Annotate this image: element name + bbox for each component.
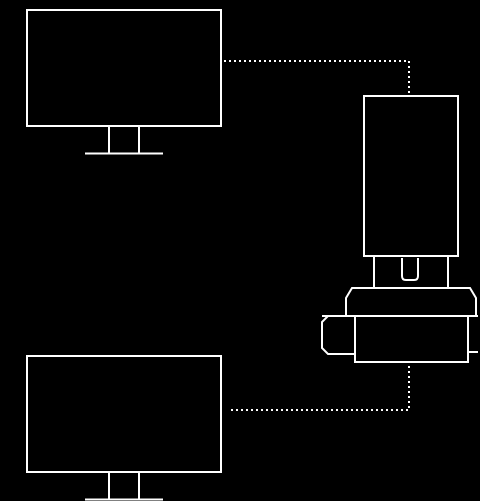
device-upper-body [363,95,459,257]
monitor-top-neck [108,126,140,153]
device-stem [373,256,449,287]
connector-bottom [231,366,410,411]
monitor-top-icon [26,9,222,155]
device-base [354,315,469,363]
device-upper-rim [345,287,477,316]
monitor-bottom-icon [26,355,222,501]
kvm-switch-icon [321,95,478,363]
monitor-top-screen [26,9,222,127]
monitor-bottom-screen [26,355,222,473]
monitor-bottom-neck [108,472,140,499]
device-left-tab [321,315,355,355]
connector-top [224,60,410,94]
device-latch-icon [401,258,419,281]
